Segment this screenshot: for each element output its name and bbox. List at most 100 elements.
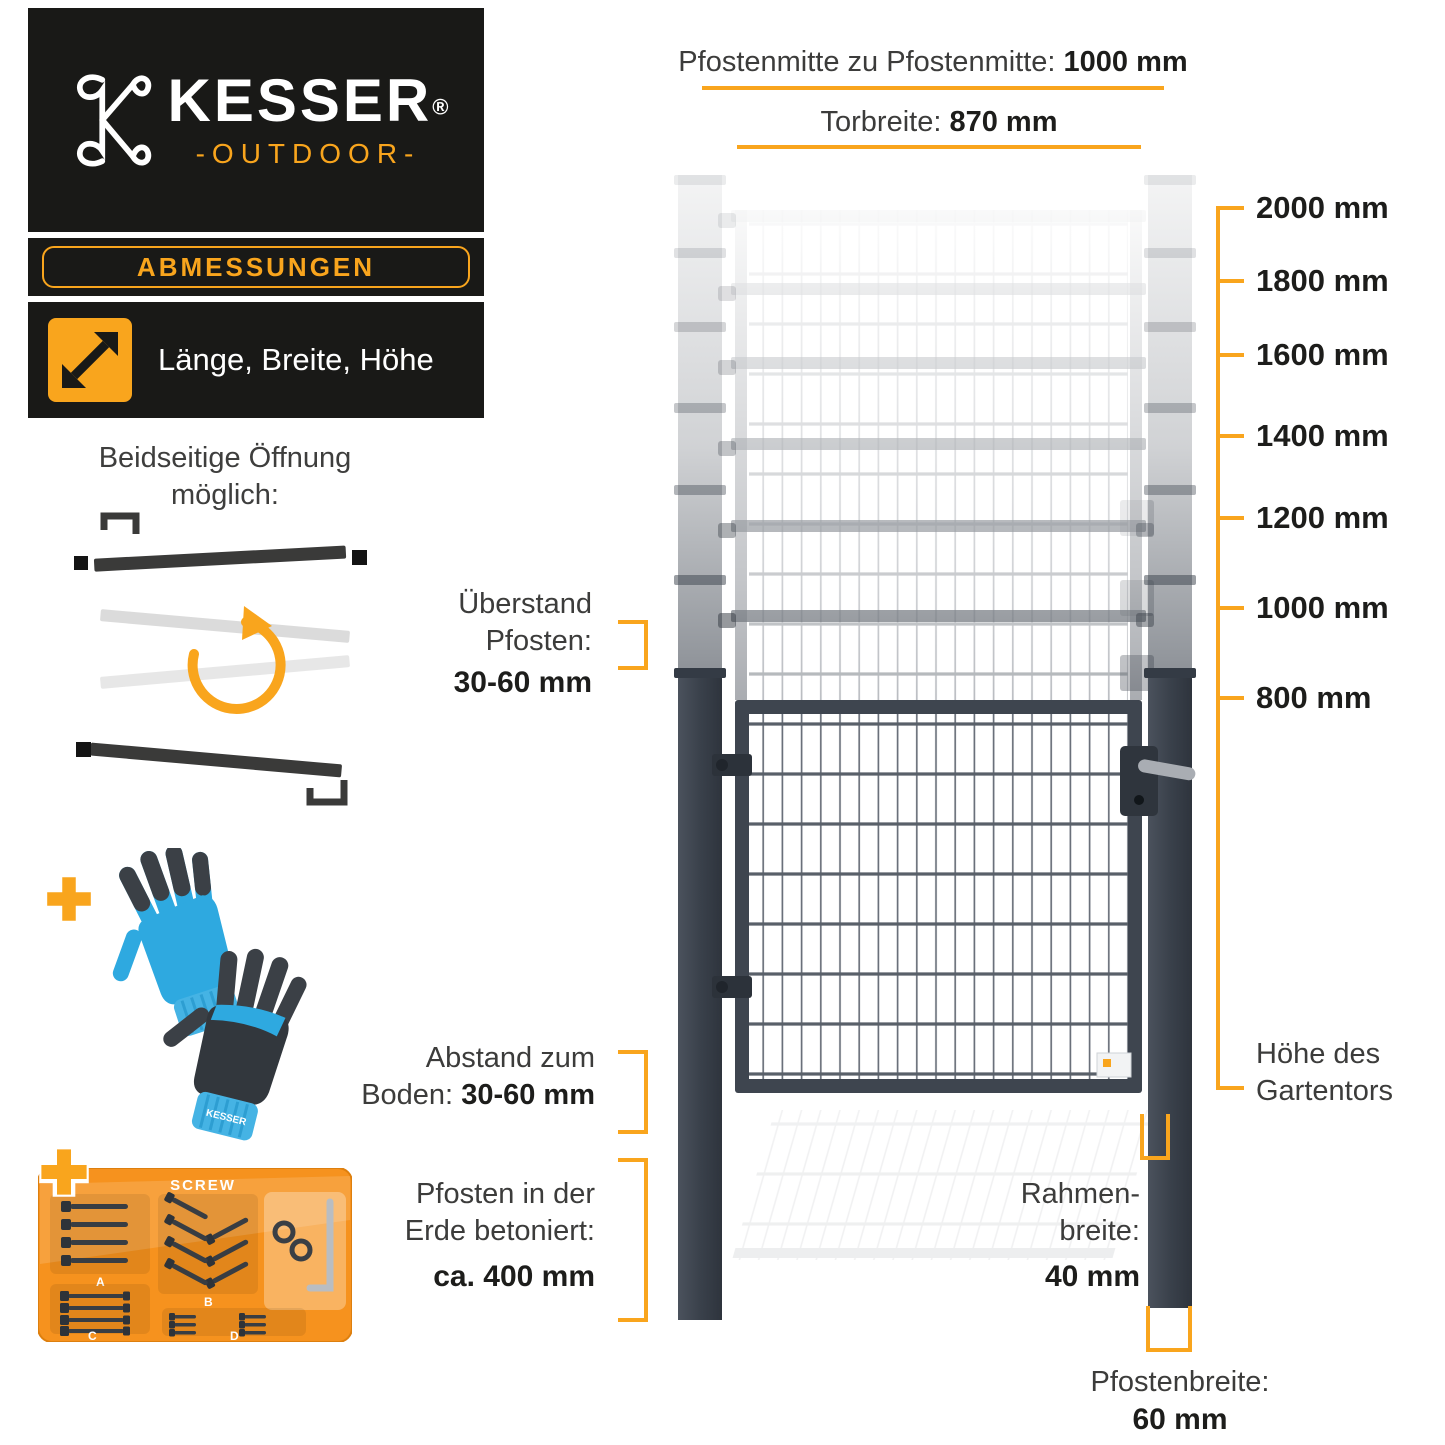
dimensions-badge: ABMESSUNGEN xyxy=(42,246,470,288)
opening-note: Beidseitige Öffnung möglich: xyxy=(25,440,425,514)
height-scale-tick xyxy=(1216,1086,1244,1090)
annotation-overhang: Überstand Pfosten: 30-60 mm xyxy=(370,586,592,701)
kit-label-a: A xyxy=(96,1275,105,1289)
feature-panel: Länge, Breite, Höhe xyxy=(28,302,484,418)
allen-key xyxy=(306,1198,334,1292)
height-label-1200: 1200 mm xyxy=(1256,500,1389,535)
plus-icon xyxy=(39,1147,89,1197)
feature-label: Länge, Breite, Höhe xyxy=(158,342,434,377)
gloves-illustration: KESSER xyxy=(112,848,307,1141)
dimensions-badge-panel: ABMESSUNGEN xyxy=(28,238,484,296)
frame-width-bracket xyxy=(1166,1114,1170,1160)
brand-subtitle: -OUTDOOR- xyxy=(195,138,421,169)
height-label-2000: 2000 mm xyxy=(1256,190,1389,225)
concrete-value: ca. 400 mm xyxy=(433,1260,595,1293)
kit-label-c: C xyxy=(88,1329,97,1342)
opening-direction-illustration xyxy=(74,512,367,806)
height-label-1600: 1600 mm xyxy=(1256,337,1389,372)
plus-icon xyxy=(45,875,93,923)
frame-width-value: 40 mm xyxy=(1044,1260,1140,1293)
dim-post-to-post-rule xyxy=(702,86,1164,90)
post-width-value: 60 mm xyxy=(1132,1403,1228,1436)
post-width-bracket xyxy=(1188,1306,1192,1352)
frame-width-line1: Rahmen- xyxy=(1020,1178,1140,1210)
height-scale-tick xyxy=(1216,516,1244,520)
kit-title: SCREW xyxy=(170,1177,236,1194)
gate-leaf xyxy=(735,700,1142,1093)
frame-width-line2: breite: xyxy=(1059,1215,1140,1247)
gate-ghost-heights xyxy=(731,205,1154,705)
annotation-concrete: Pfosten in der Erde betoniert: ca. 400 m… xyxy=(348,1176,595,1295)
gate-handle xyxy=(1138,759,1196,781)
gate-reflection xyxy=(731,1110,1155,1260)
height-scale-tick xyxy=(1216,696,1244,700)
overhang-value: 30-60 mm xyxy=(453,666,592,699)
height-scale-tick xyxy=(1216,206,1244,210)
left-post xyxy=(674,668,726,1320)
gate-mesh xyxy=(749,714,1128,1079)
height-label-1400: 1400 mm xyxy=(1256,418,1389,453)
washer xyxy=(289,1238,313,1262)
latch-hook-top xyxy=(100,512,140,534)
ground-bracket xyxy=(618,1050,648,1054)
gate-bar-ghosts xyxy=(100,609,350,689)
gate-brand-plate xyxy=(1096,1052,1132,1078)
post-width-label: Pfostenbreite: xyxy=(1090,1366,1270,1398)
registered-mark: ® xyxy=(432,94,449,120)
glove-front: KESSER xyxy=(163,948,307,1141)
gate-bar-bottom xyxy=(90,742,342,778)
opening-note-line1: Beidseitige Öffnung xyxy=(98,442,352,474)
frame-width-bracket xyxy=(1140,1156,1170,1160)
overhang-bracket xyxy=(644,620,648,670)
gate-height-caption-line2: Gartentors xyxy=(1256,1075,1393,1107)
brand-panel: KESSER® -OUTDOOR- xyxy=(28,8,484,232)
gate-height-caption-line1: Höhe des xyxy=(1256,1038,1381,1070)
opening-note-line2: möglich: xyxy=(171,479,279,511)
height-scale-tick xyxy=(1216,353,1244,357)
hinge-block xyxy=(76,742,91,757)
ground-line1: Abstand zum xyxy=(425,1042,595,1074)
hinge-block xyxy=(352,550,367,565)
washer xyxy=(272,1220,296,1244)
screw-kit-illustration: SCREW A B C D xyxy=(38,1168,352,1342)
dim-gate-width-value: 870 mm xyxy=(949,106,1058,138)
gate-illustration xyxy=(674,175,1196,1320)
dim-gate-width-rule xyxy=(737,145,1141,149)
ground-label2: Boden: xyxy=(361,1079,462,1111)
concrete-bracket xyxy=(618,1318,648,1322)
overhang-bracket xyxy=(618,620,648,624)
post-width-bracket xyxy=(1146,1348,1192,1352)
left-post-ghost xyxy=(674,175,736,668)
hinge-block xyxy=(74,556,88,570)
kit-label-d: D xyxy=(230,1329,239,1342)
concrete-bracket xyxy=(618,1158,648,1162)
right-post-ghost xyxy=(1136,175,1196,668)
dim-post-to-post-label: Pfostenmitte zu Pfostenmitte: xyxy=(678,46,1064,78)
height-scale-tick xyxy=(1216,279,1244,283)
annotation-frame-width: Rahmen- breite: 40 mm xyxy=(980,1176,1140,1295)
ground-bracket xyxy=(618,1130,648,1134)
dim-post-to-post: Pfostenmitte zu Pfostenmitte: 1000 mm xyxy=(600,46,1266,79)
gate-lock xyxy=(1120,746,1196,816)
overhang-bracket xyxy=(618,666,648,670)
concrete-line2: Erde betoniert: xyxy=(404,1215,595,1247)
dim-gate-width-label: Torbreite: xyxy=(820,106,950,138)
gate-height-caption: Höhe des Gartentors xyxy=(1256,1036,1445,1110)
concrete-line1: Pfosten in der xyxy=(416,1178,595,1210)
annotation-post-width: Pfostenbreite: 60 mm xyxy=(1030,1364,1330,1438)
brand-name: KESSER® xyxy=(167,67,449,134)
height-scale-tick xyxy=(1216,606,1244,610)
dim-gate-width: Torbreite: 870 mm xyxy=(606,106,1272,139)
gate-bar-top xyxy=(93,545,347,572)
annotation-ground-clearance: Abstand zum Boden: 30-60 mm xyxy=(340,1040,595,1114)
gate-hinge-bottom xyxy=(712,976,752,998)
gate-hinge-top xyxy=(712,754,752,776)
concrete-bracket xyxy=(644,1158,648,1322)
rotation-arrow-icon xyxy=(187,606,286,714)
kesser-monogram-icon xyxy=(76,74,151,167)
height-scale-line xyxy=(1216,206,1220,1090)
height-label-1800: 1800 mm xyxy=(1256,263,1389,298)
latch-hook-bottom xyxy=(306,780,348,806)
kit-label-b: B xyxy=(204,1295,213,1309)
